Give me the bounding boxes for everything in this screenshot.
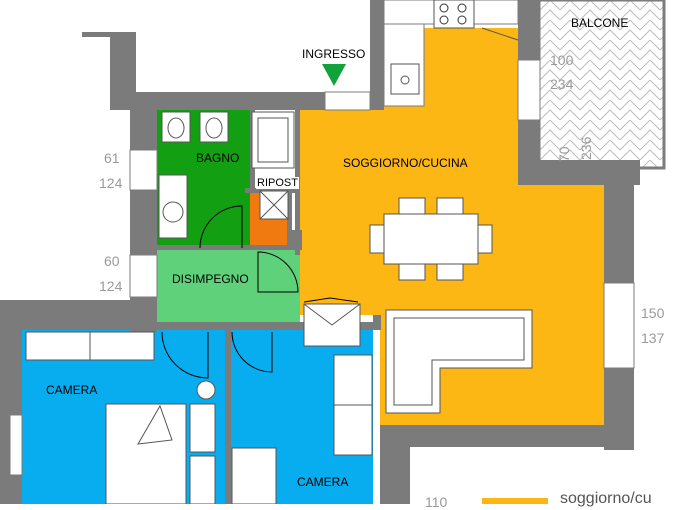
- kitchen-counter: [383, 0, 519, 107]
- legend-swatch: [482, 498, 548, 504]
- camera-1-furniture: [25, 331, 216, 504]
- room-label-ripostiglio: RIPOST: [256, 177, 299, 189]
- sofa-inner: [393, 317, 525, 406]
- room-label-soggiorno-cucina: SOGGIORNO/CUCINA: [343, 156, 468, 170]
- room-label-disimpegno: DISIMPEGNO: [172, 272, 249, 286]
- room-label-camera-1: CAMERA: [46, 383, 98, 397]
- ingresso-arrow-icon: [322, 64, 346, 86]
- stove-burner-icon: [457, 3, 467, 13]
- dim-balcone-door-height: 236: [578, 136, 594, 160]
- dining-table: [369, 197, 493, 281]
- balcone-floor: [540, 0, 664, 168]
- dim-soggiorno-window-width: 150: [641, 305, 665, 321]
- dim-bottom-partial: 110: [425, 494, 448, 510]
- disimpegno-floor: [148, 250, 300, 330]
- room-label-bagno: BAGNO: [196, 151, 240, 165]
- dim-bagno-window-height: 124: [99, 175, 123, 191]
- dim-balcone-window-width: 100: [550, 52, 574, 68]
- windows: [9, 59, 635, 476]
- room-label-balcone: BALCONE: [571, 16, 629, 30]
- room-label-camera-2: CAMERA: [297, 475, 349, 489]
- room-label-ingresso: INGRESSO: [302, 47, 366, 61]
- wardrobe: [303, 303, 373, 456]
- dim-disimpegno-window-height: 124: [99, 278, 123, 294]
- dim-soggiorno-window-height: 137: [641, 330, 665, 346]
- dim-balcone-window-height: 234: [550, 76, 574, 92]
- door-swings: [161, 205, 359, 379]
- dim-balcone-door-width: 70: [556, 146, 572, 162]
- legend-label-partial: soggiorno/cu: [560, 490, 652, 507]
- camera-2-furniture: [231, 447, 277, 504]
- stove-burner-icon: [457, 15, 467, 25]
- bagno-fixtures: [158, 111, 295, 239]
- stove-burner-icon: [439, 15, 449, 25]
- sofa: [385, 309, 533, 414]
- dim-bagno-window-width: 61: [104, 150, 120, 166]
- stove-burner-icon: [439, 3, 449, 13]
- dim-disimpegno-window-width: 60: [104, 253, 120, 269]
